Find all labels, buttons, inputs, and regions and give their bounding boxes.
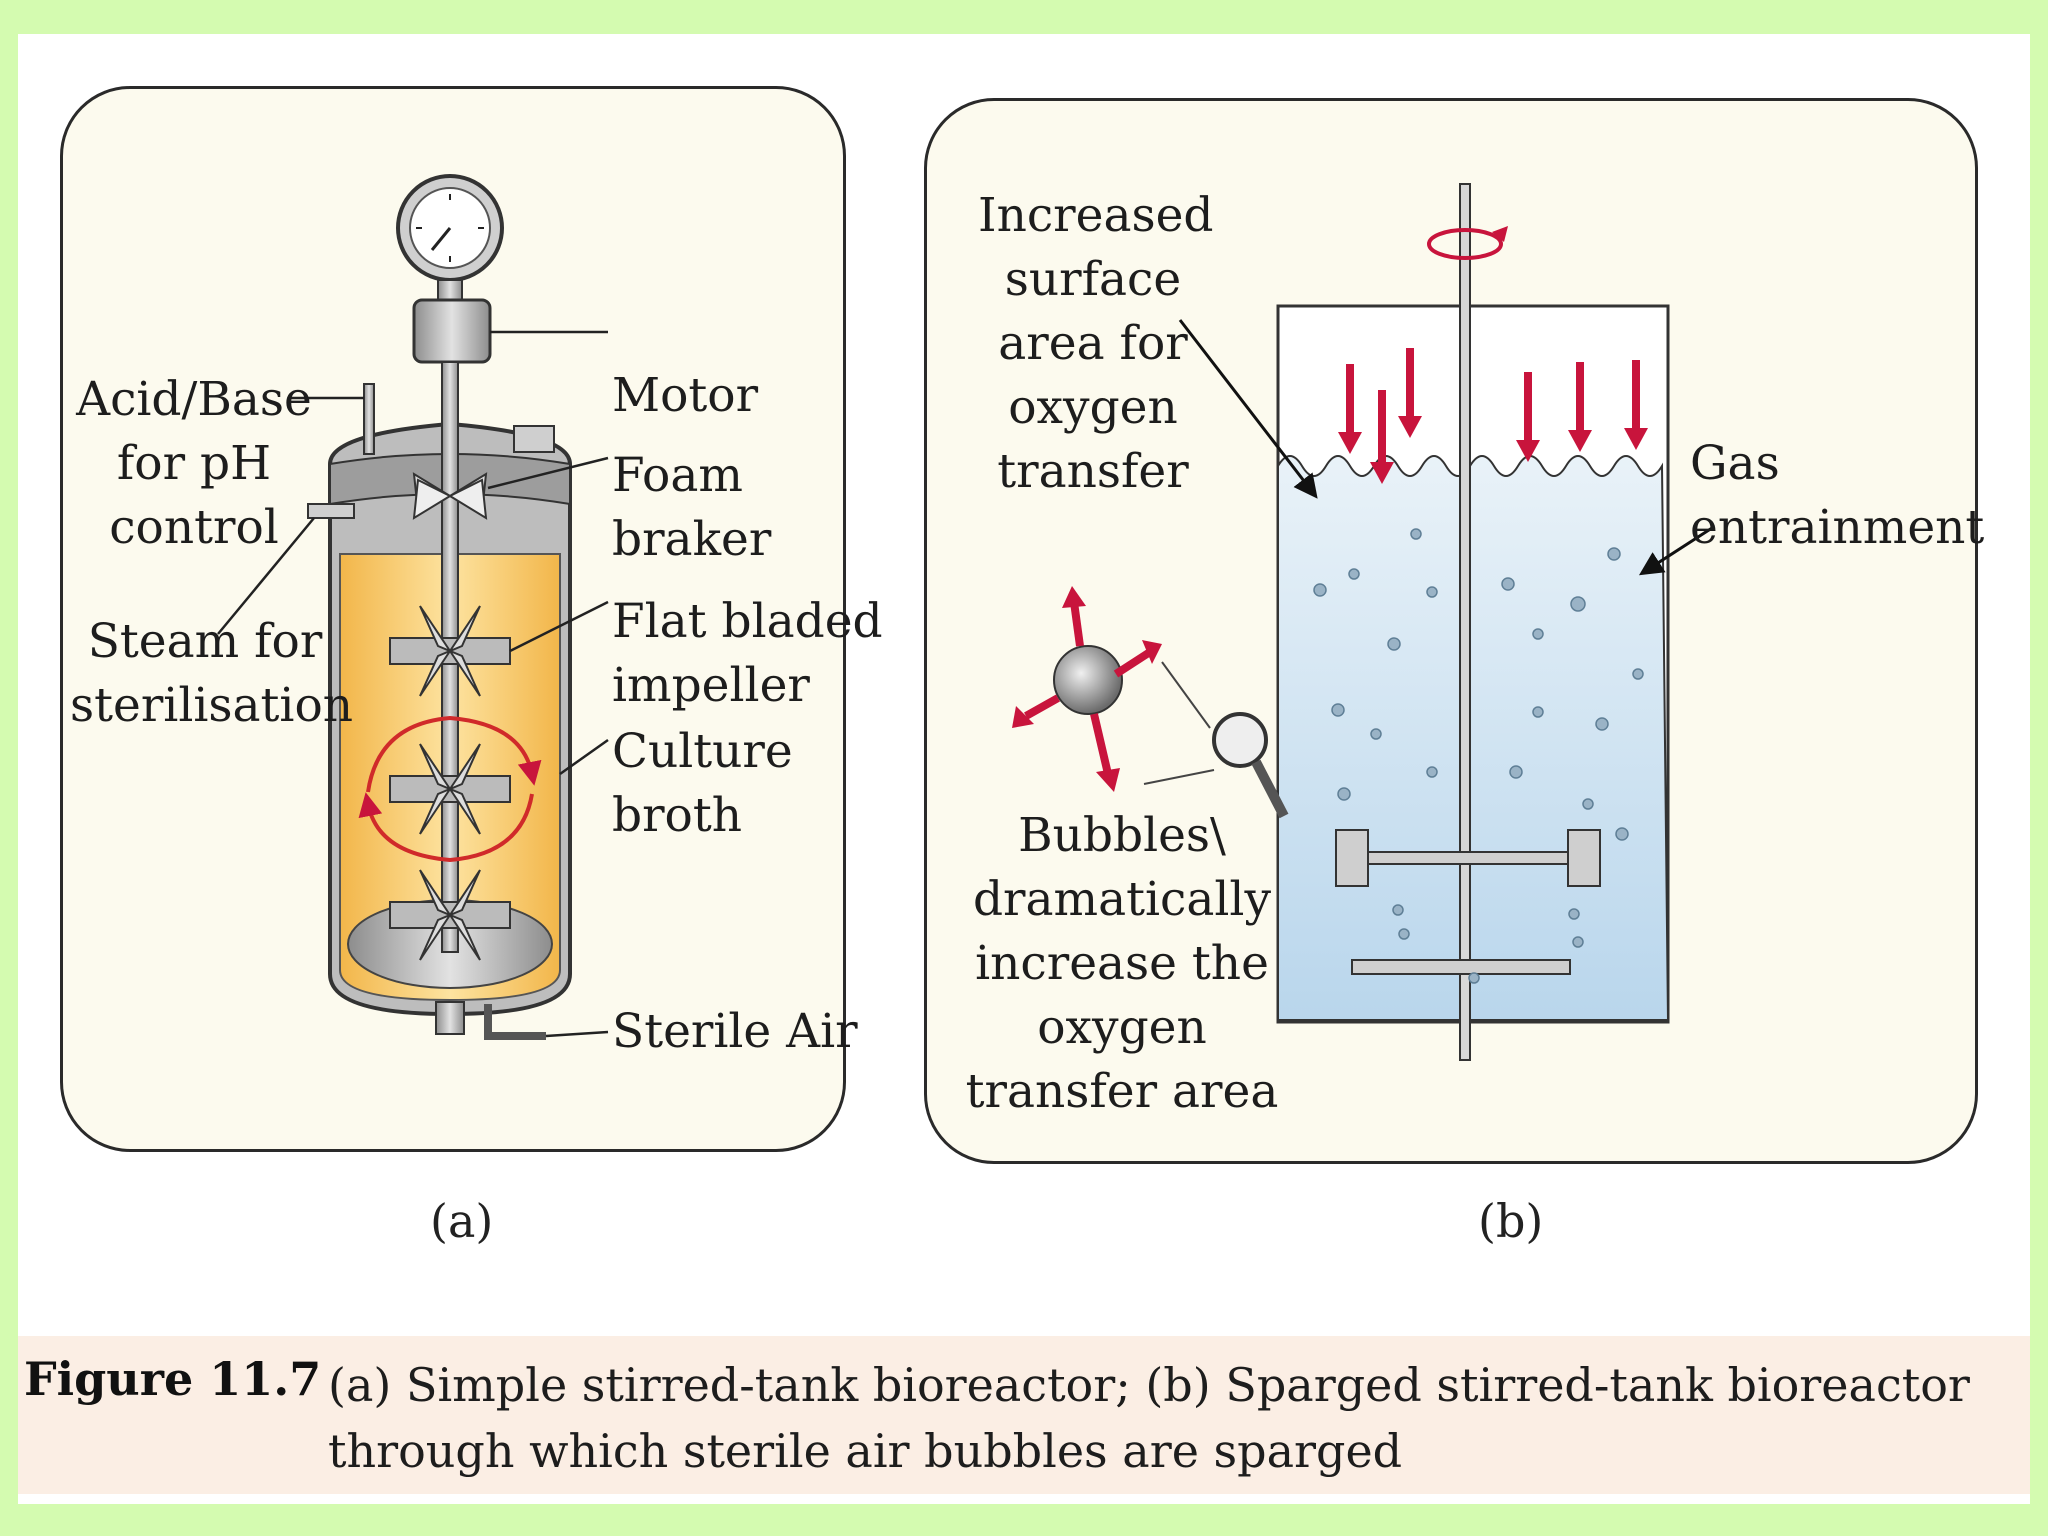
motor-label: Motor [612,368,759,423]
surface-pointer-arrow [1178,319,1318,499]
impeller-b [1357,851,1579,865]
increased-surface-label: Increased surface area for oxygen transf… [978,188,1214,499]
motor-icon [412,298,492,364]
flat-bladed-impeller-label: Flat bladed impeller [612,594,883,713]
sterile-air-label: Sterile Air [612,1004,858,1059]
shaft-b [1459,183,1471,1061]
figure-number: Figure 11.7 [24,1352,322,1406]
oxygen-arrows [1338,348,1648,484]
culture-broth-label: Culture broth [612,724,793,843]
magnifier-icon [1143,661,1289,819]
liquid-surface [1277,455,1670,1021]
sparger [1351,959,1571,975]
stirred-tank-a [217,174,609,1040]
acid-base-port [363,383,375,455]
foam-braker-label: Foam braker [612,448,772,567]
figure-frame: Acid/Base for pH control Steam for steri… [18,34,2030,1504]
steam-label: Steam for sterilisation [70,614,354,733]
bubble-icon [1053,645,1123,715]
sparged-tank-b [1012,183,1713,1061]
bubbles-label: Bubbles\ dramatically increase the oxyge… [965,808,1279,1119]
acid-base-label: Acid/Base for pH control [76,372,312,555]
figure-caption: (a) Simple stirred-tank bioreactor; (b) … [328,1358,1970,1478]
steam-port [307,503,355,519]
caption-bar [18,1336,2030,1494]
diagram-drawing [217,174,1713,1061]
air-bubbles [1313,528,1644,984]
circulation-arrow-icon [366,715,542,793]
sublabel-a: (a) [430,1194,494,1248]
foam-braker-icon [412,472,488,520]
gas-pointer-arrow [1638,526,1713,576]
flat-bladed-impeller-icon [389,605,511,961]
rotation-arrow-icon [1427,228,1503,260]
sublabel-b: (b) [1478,1194,1544,1248]
gas-entrainment-label: Gas entrainment [1690,436,1985,555]
sterile-air-pipe [484,1004,546,1040]
